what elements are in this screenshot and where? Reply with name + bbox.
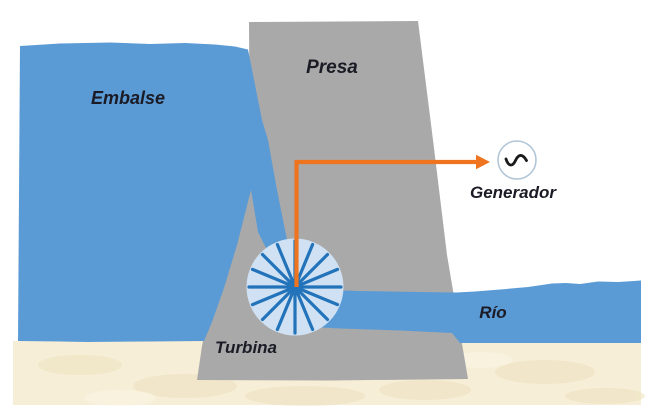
ground-mottle [38,355,122,375]
river-label: Río [479,303,506,322]
river-shape [300,280,641,343]
ground-mottle [245,386,365,406]
reservoir-label: Embalse [91,88,165,108]
dam-label: Presa [306,57,358,78]
arrowhead-icon [476,154,490,170]
power-line [294,159,477,287]
turbine-label: Turbina [215,338,277,357]
sine-wave-icon [504,154,528,167]
reservoir-water-shape [18,42,294,342]
power-arrow [294,154,490,287]
ground-mottle [84,390,156,406]
generator-icon [497,140,537,180]
ground-mottle [565,388,645,404]
generator-label: Generador [470,183,557,202]
ground-mottle [379,380,471,400]
ground-mottle [495,360,595,384]
